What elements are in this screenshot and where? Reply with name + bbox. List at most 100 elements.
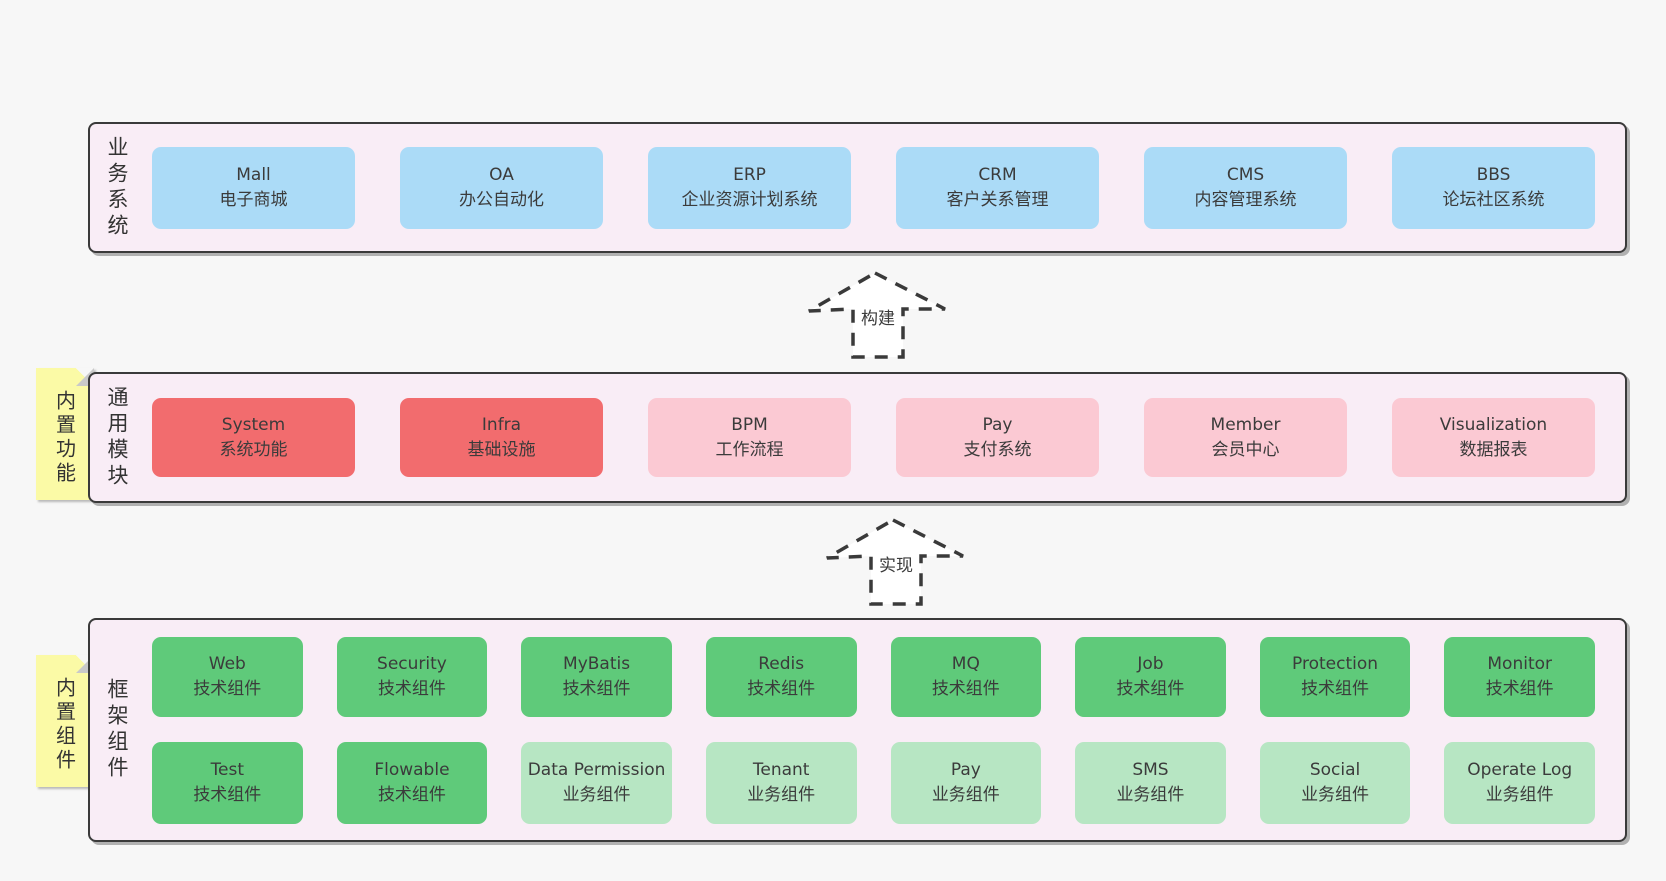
box-subtitle: 系统功能	[219, 439, 288, 460]
layer-label: 框架组件	[105, 678, 129, 782]
box-oa: OA 办公自动化	[400, 146, 603, 229]
box-subtitle: 业务组件	[931, 784, 1000, 805]
layer-label: 业务系统	[105, 135, 129, 240]
box-security: Security 技术组件	[336, 636, 488, 717]
box-subtitle: 技术组件	[1301, 678, 1370, 699]
box-subtitle: 技术组件	[931, 678, 1000, 699]
box-data-permission: Data Permission 业务组件	[521, 741, 672, 824]
box-title: CMS	[1226, 164, 1265, 185]
box-title: MQ	[951, 653, 980, 674]
box-subtitle: 技术组件	[1116, 678, 1185, 699]
box-title: Security	[377, 653, 447, 674]
box-crm: CRM 客户关系管理	[896, 146, 1099, 229]
box-pay-module: Pay 支付系统	[896, 398, 1099, 477]
layer-common-modules: 通用模块 System 系统功能 Infra 基础设施 BPM 工作流程 Pay…	[88, 372, 1627, 503]
box-subtitle: 数据报表	[1459, 439, 1528, 460]
box-erp: ERP 企业资源计划系统	[648, 146, 851, 229]
box-title: Web	[208, 653, 246, 674]
box-title: Job	[1137, 653, 1164, 674]
box-subtitle: 业务组件	[1116, 784, 1185, 805]
layer-business-systems: 业务系统 Mall 电子商城 OA 办公自动化 ERP 企业资源计划系统 CRM…	[88, 122, 1627, 253]
box-subtitle: 技术组件	[193, 678, 262, 699]
common-modules-row: System 系统功能 Infra 基础设施 BPM 工作流程 Pay 支付系统…	[152, 374, 1595, 501]
box-subtitle: 内容管理系统	[1194, 189, 1297, 210]
box-monitor: Monitor 技术组件	[1444, 636, 1595, 717]
box-subtitle: 技术组件	[193, 784, 262, 805]
box-subtitle: 电子商城	[219, 189, 288, 210]
box-title: BPM	[731, 414, 768, 435]
note-text: 内置功能	[52, 390, 77, 486]
box-subtitle: 技术组件	[377, 784, 446, 805]
box-operate-log: Operate Log 业务组件	[1444, 741, 1595, 824]
box-title: Tenant	[752, 759, 810, 780]
box-tenant: Tenant 业务组件	[705, 741, 857, 824]
box-mq: MQ 技术组件	[890, 636, 1042, 717]
box-subtitle: 业务组件	[747, 784, 816, 805]
box-subtitle: 业务组件	[1301, 784, 1370, 805]
box-title: Pay	[950, 759, 981, 780]
box-title: Test	[210, 759, 245, 780]
box-bbs: BBS 论坛社区系统	[1392, 146, 1595, 229]
box-subtitle: 技术组件	[747, 678, 816, 699]
box-subtitle: 论坛社区系统	[1442, 189, 1545, 210]
box-system: System 系统功能	[152, 398, 355, 477]
box-flowable: Flowable 技术组件	[336, 741, 488, 824]
note-built-in-components: 内置组件	[36, 655, 94, 787]
layer-label: 通用模块	[105, 385, 129, 490]
box-title: Operate Log	[1467, 759, 1573, 780]
framework-components-rows: Web 技术组件 Security 技术组件 MyBatis 技术组件 Redi…	[152, 620, 1595, 840]
arrow-label: 构建	[858, 309, 898, 330]
box-cms: CMS 内容管理系统	[1144, 146, 1347, 229]
arrow-build: 构建	[806, 270, 948, 360]
box-subtitle: 企业资源计划系统	[681, 189, 818, 210]
box-title: CRM	[978, 164, 1017, 185]
box-subtitle: 会员中心	[1211, 439, 1280, 460]
box-title: Member	[1210, 414, 1281, 435]
box-redis: Redis 技术组件	[705, 636, 857, 717]
box-job: Job 技术组件	[1075, 636, 1226, 717]
box-test: Test 技术组件	[152, 741, 303, 824]
box-title: Data Permission	[527, 759, 666, 780]
box-title: Visualization	[1439, 414, 1548, 435]
box-title: OA	[489, 164, 514, 185]
note-text: 内置组件	[52, 677, 77, 773]
box-pay-component: Pay 业务组件	[890, 741, 1042, 824]
box-title: Infra	[481, 414, 522, 435]
business-systems-row: Mall 电子商城 OA 办公自动化 ERP 企业资源计划系统 CRM 客户关系…	[152, 124, 1595, 251]
box-infra: Infra 基础设施	[400, 398, 603, 477]
box-subtitle: 业务组件	[1485, 784, 1554, 805]
box-protection: Protection 技术组件	[1259, 636, 1411, 717]
layer-framework-components: 框架组件 Web 技术组件 Security 技术组件 MyBatis 技术组件…	[88, 618, 1627, 842]
box-subtitle: 技术组件	[562, 678, 631, 699]
box-title: Protection	[1292, 653, 1379, 674]
box-web: Web 技术组件	[152, 636, 303, 717]
box-title: ERP	[733, 164, 766, 185]
arrow-label: 实现	[876, 556, 916, 577]
box-mall: Mall 电子商城	[152, 146, 355, 229]
box-title: System	[221, 414, 286, 435]
box-subtitle: 支付系统	[963, 439, 1032, 460]
box-title: Social	[1309, 759, 1361, 780]
box-mybatis: MyBatis 技术组件	[521, 636, 672, 717]
tech-components-row: Web 技术组件 Security 技术组件 MyBatis 技术组件 Redi…	[152, 636, 1595, 717]
box-title: Mall	[236, 164, 271, 185]
business-components-row: Test 技术组件 Flowable 技术组件 Data Permission …	[152, 741, 1595, 824]
box-sms: SMS 业务组件	[1075, 741, 1226, 824]
box-subtitle: 办公自动化	[459, 189, 544, 210]
box-title: Redis	[758, 653, 805, 674]
box-visualization: Visualization 数据报表	[1392, 398, 1595, 477]
box-title: Monitor	[1487, 653, 1552, 674]
box-member: Member 会员中心	[1144, 398, 1347, 477]
box-subtitle: 工作流程	[715, 439, 784, 460]
box-social: Social 业务组件	[1259, 741, 1411, 824]
box-bpm: BPM 工作流程	[648, 398, 851, 477]
box-title: SMS	[1132, 759, 1169, 780]
box-subtitle: 客户关系管理	[946, 189, 1049, 210]
box-title: MyBatis	[563, 653, 631, 674]
box-subtitle: 技术组件	[377, 678, 446, 699]
box-title: Pay	[982, 414, 1013, 435]
box-subtitle: 基础设施	[467, 439, 536, 460]
box-subtitle: 技术组件	[1485, 678, 1554, 699]
note-built-in-features: 内置功能	[36, 368, 94, 500]
